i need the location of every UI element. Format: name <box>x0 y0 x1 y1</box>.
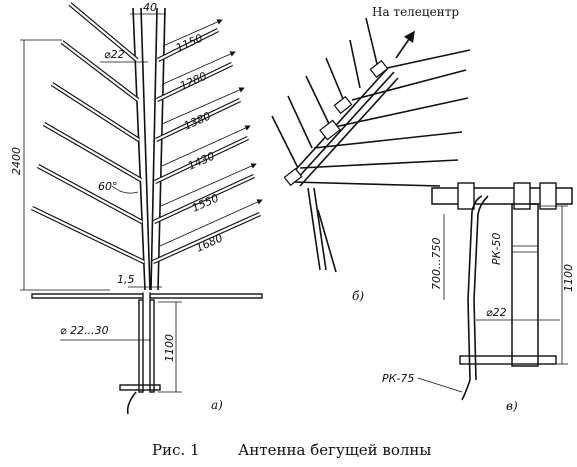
right-boom <box>150 7 158 291</box>
element-length-2: 1280 <box>178 69 209 92</box>
bottom-clamp <box>459 355 557 365</box>
view-a-label: а) <box>211 398 223 412</box>
gap-label: 1,5 <box>117 273 135 286</box>
support-mast-right <box>149 299 155 393</box>
top-width-label: 40 <box>143 1 157 14</box>
figure-caption: Рис. 1 Антенна бегущей волны <box>152 441 431 459</box>
caption-number: Рис. 1 <box>152 441 200 459</box>
mast-height-label: 1100 <box>562 264 575 292</box>
view-b-diagram: На телецентр б) <box>271 5 471 303</box>
support-diameter-label: ⌀ 22...30 <box>60 324 109 337</box>
cable-rk50-label: РК-50 <box>490 233 503 265</box>
right-boom-inner <box>157 7 166 291</box>
base-dipole-right <box>149 293 263 299</box>
angle-label: 60° <box>98 180 118 193</box>
mast-diameter-label: ⌀22 <box>486 306 507 319</box>
caption-text: Антенна бегущей волны <box>238 441 431 459</box>
cable-rk50 <box>467 195 483 381</box>
element-length-dims <box>159 19 263 247</box>
element-length-1: 1150 <box>174 31 205 54</box>
view-b-label: б) <box>352 289 364 303</box>
boom-diameter-label: ⌀22 <box>104 48 125 61</box>
support-mast-left <box>138 299 144 393</box>
view-a-diagram: 1150 1280 1380 1430 1550 1680 40 ⌀22 240… <box>10 1 263 415</box>
right-elements <box>152 27 261 265</box>
mast-clamp <box>119 384 161 391</box>
cable-rk75 <box>461 379 471 401</box>
height-label: 2400 <box>10 147 23 175</box>
view-v-label: в) <box>506 399 518 413</box>
range-dim-label: 700...750 <box>430 238 443 290</box>
left-boom-inner <box>140 7 151 291</box>
arrow-label: На телецентр <box>372 5 459 19</box>
mast-tube <box>511 203 539 367</box>
support-height-label: 1100 <box>163 334 176 362</box>
left-boom <box>132 7 146 291</box>
element-length-6: 1680 <box>194 231 225 254</box>
feed-cable <box>126 391 137 415</box>
left-elements <box>31 2 145 265</box>
angle-arc <box>111 185 139 194</box>
base-dipole-left <box>31 293 144 299</box>
cable-rk75-label: РК-75 <box>382 372 414 385</box>
view-v-diagram: 700...750 РК-50 ⌀22 1100 РК-75 в) <box>382 182 575 413</box>
top-tube <box>431 187 573 205</box>
element-length-5: 1550 <box>190 191 221 214</box>
